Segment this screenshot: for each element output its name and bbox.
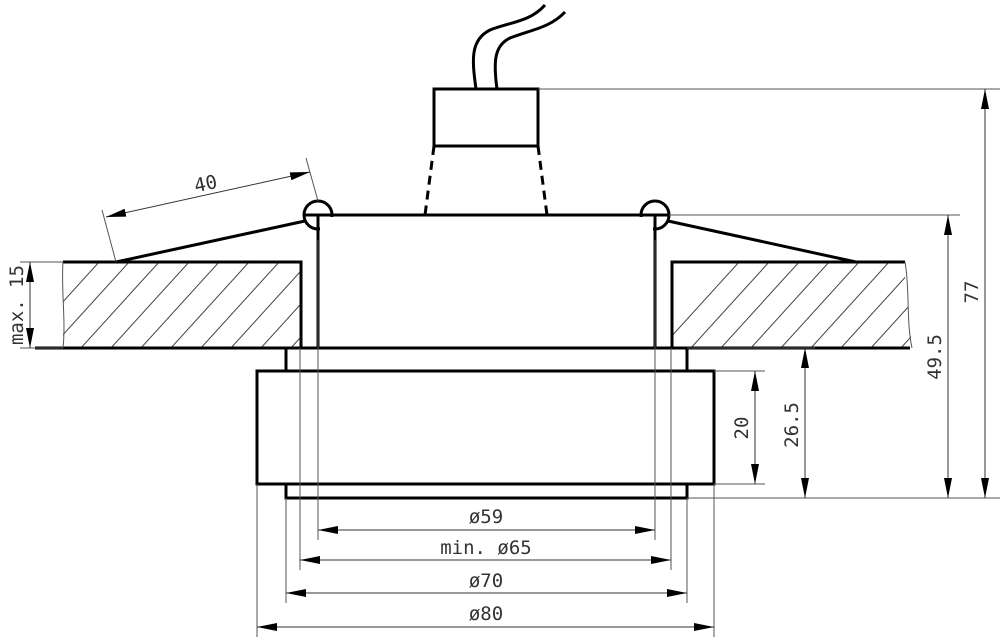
svg-text:26.5: 26.5 [781, 402, 803, 448]
dimension-d59: ø59 [318, 506, 655, 534]
dimension-40: 40 [105, 171, 311, 218]
connector-box [423, 87, 549, 216]
spring-clip-right [639, 199, 857, 264]
svg-text:max. 15: max. 15 [6, 265, 28, 345]
ceiling-slab-right [670, 260, 913, 350]
spring-clip-left [115, 199, 334, 264]
dimension-h20: 20 [714, 371, 765, 485]
svg-text:ø80: ø80 [469, 603, 503, 625]
svg-text:ø70: ø70 [469, 570, 503, 592]
ceiling-slab-left [35, 260, 303, 350]
svg-text:40: 40 [192, 171, 219, 197]
fixture-housing [255, 213, 716, 500]
svg-text:49.5: 49.5 [924, 334, 946, 380]
svg-text:77: 77 [961, 281, 983, 304]
dimension-h26-5: 26.5 [781, 348, 809, 498]
svg-text:ø59: ø59 [469, 506, 503, 528]
dimension-h77: 77 [961, 89, 989, 498]
dimension-d70: ø70 [286, 570, 687, 597]
dimension-d80: ø80 [257, 603, 714, 631]
dimension-h49-5: 49.5 [924, 215, 952, 498]
svg-text:20: 20 [731, 417, 753, 440]
power-cable [471, 3, 567, 90]
svg-text:min. ø65: min. ø65 [440, 537, 532, 559]
dimension-d65: min. ø65 [300, 537, 671, 564]
dimension-max-15: max. 15 [6, 262, 34, 348]
